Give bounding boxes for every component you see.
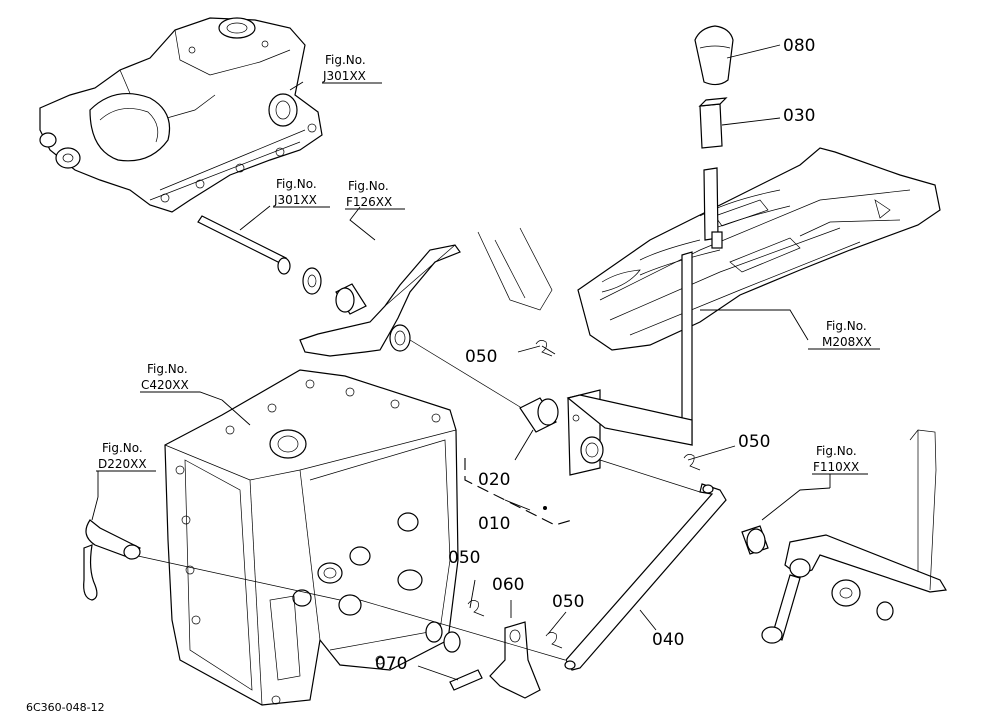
- fig-ref-f110: Fig.No. F110XX: [812, 444, 868, 488]
- callout-050-lower-left: 050: [448, 548, 480, 568]
- lever-f110-illustration: [741, 429, 947, 644]
- callout-050-top: 050: [465, 347, 497, 367]
- shift-grip-sleeve-illustration: [698, 97, 728, 149]
- fig-ref-j301-top-line1: Fig.No.: [325, 53, 366, 67]
- fig-ref-d220-line2: D220XX: [98, 457, 147, 471]
- fig-ref-f126-line1: Fig.No.: [348, 179, 389, 193]
- hydraulic-housing-illustration: [39, 17, 323, 213]
- fig-ref-f110-line2: F110XX: [813, 460, 859, 474]
- callout-050-right: 050: [738, 432, 770, 452]
- transmission-case-illustration: [164, 369, 459, 706]
- lower-linkage-illustration: [359, 599, 566, 699]
- callout-080: 080: [783, 36, 815, 56]
- callout-040: 040: [652, 630, 684, 650]
- fig-ref-m208: Fig.No. M208XX: [808, 319, 880, 350]
- fig-ref-j301-top: Fig.No. J301XX: [322, 53, 382, 84]
- fig-ref-j301-mid: Fig.No. J301XX: [273, 177, 330, 208]
- fig-ref-d220-line1: Fig.No.: [102, 441, 143, 455]
- background-frame-lines: [477, 227, 553, 311]
- assembly-010-bracket: [464, 458, 573, 526]
- callout-070: 070: [375, 654, 407, 674]
- bushing-020-illustration: [519, 397, 559, 433]
- fender-illustration: [577, 147, 941, 351]
- fig-ref-j301-top-line2: J301XX: [322, 69, 366, 83]
- rod-040-illustration: [564, 459, 727, 671]
- callout-050-lower-mid: 050: [552, 592, 584, 612]
- callout-030: 030: [783, 106, 815, 126]
- fig-ref-m208-line2: M208XX: [822, 335, 872, 349]
- fig-ref-m208-line1: Fig.No.: [826, 319, 867, 333]
- fig-ref-j301-mid-line1: Fig.No.: [276, 177, 317, 191]
- cotter-pins: [467, 340, 701, 649]
- fig-ref-c420: Fig.No. C420XX: [140, 362, 223, 401]
- callout-010: 010: [478, 514, 510, 534]
- fig-ref-c420-line1: Fig.No.: [147, 362, 188, 376]
- lever-d220-illustration: [83, 519, 341, 601]
- callout-060: 060: [492, 575, 524, 595]
- shift-knob-illustration: [694, 25, 734, 86]
- lever-f126-illustration: [299, 244, 526, 411]
- drawing-number: 6C360-048-12: [26, 701, 105, 714]
- fig-ref-d220: Fig.No. D220XX: [96, 441, 156, 497]
- callout-leaders: [91, 44, 831, 681]
- shaft-assembly-illustration: [197, 215, 367, 315]
- fig-ref-c420-line2: C420XX: [141, 378, 189, 392]
- fig-ref-f126: Fig.No. F126XX: [345, 179, 405, 210]
- fig-ref-f110-line1: Fig.No.: [816, 444, 857, 458]
- shift-lever-illustration: [566, 167, 723, 476]
- fig-ref-j301-mid-line2: J301XX: [273, 193, 317, 207]
- callout-020: 020: [478, 470, 510, 490]
- fig-ref-f126-line2: F126XX: [346, 195, 392, 209]
